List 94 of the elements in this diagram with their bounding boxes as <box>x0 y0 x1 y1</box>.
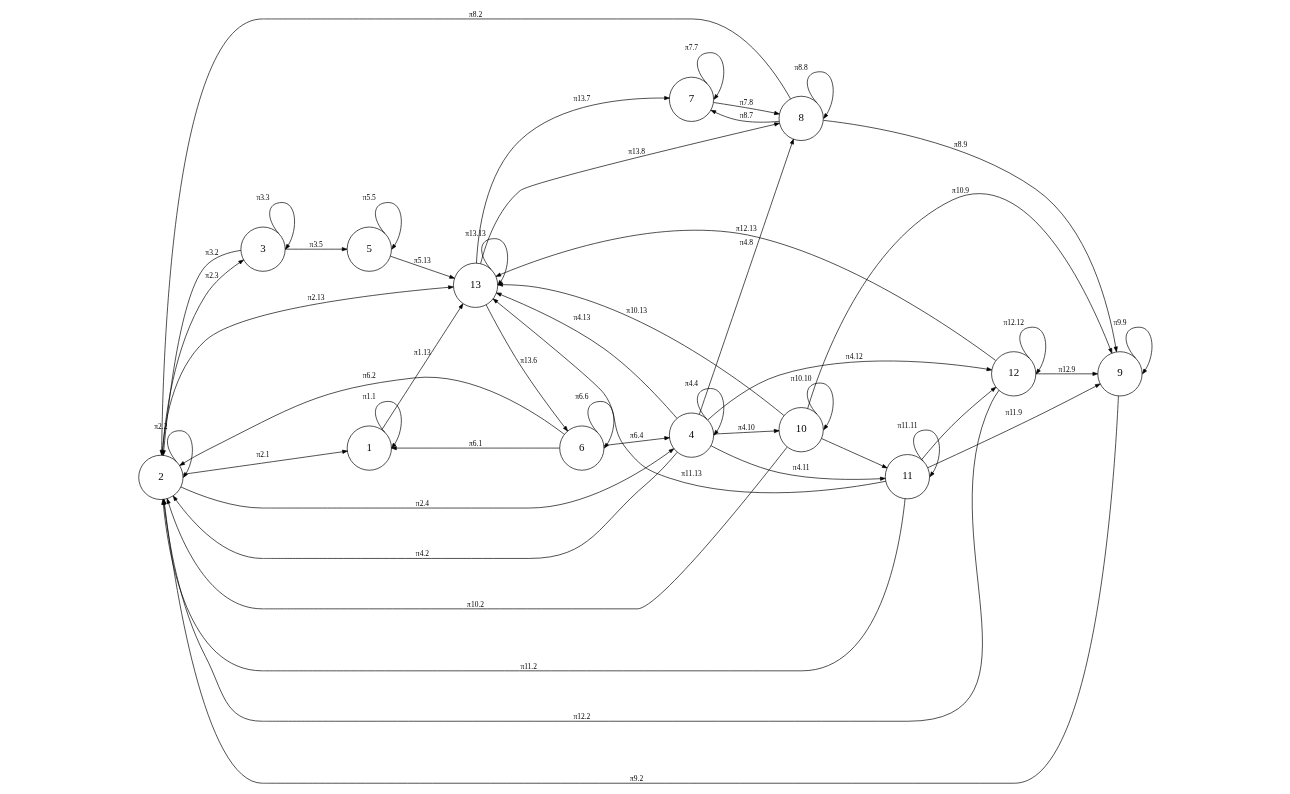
edge-label: π2.3 <box>204 271 219 281</box>
edge-label: π10.13 <box>625 306 647 316</box>
edge-label: π12.2 <box>572 712 590 722</box>
arrow <box>587 401 614 449</box>
edge-label: π8.9 <box>953 139 967 149</box>
arrow <box>806 382 834 431</box>
arrow <box>698 138 794 415</box>
arrow <box>927 383 1100 468</box>
node-circle: 3 <box>240 226 285 272</box>
arrow <box>389 255 455 279</box>
arrow <box>284 247 347 252</box>
arrow <box>268 202 295 250</box>
arrow <box>806 71 834 119</box>
edge-label: π7.7 <box>684 43 698 53</box>
edge-label: π8.7 <box>739 110 753 120</box>
edge-label: π4.8 <box>739 237 753 247</box>
edge-label: π2.1 <box>255 450 270 460</box>
edge-label: π10.9 <box>951 186 969 196</box>
edge-label: π13.6 <box>519 355 537 365</box>
edge-label: π1.13 <box>413 347 431 357</box>
arrow <box>710 445 886 481</box>
edge-label: π13.13 <box>464 229 486 239</box>
node-circle: 8 <box>778 95 824 141</box>
edge-label: π3.3 <box>255 193 270 203</box>
arrow <box>495 230 996 361</box>
edge-label: π10.2 <box>466 599 484 609</box>
edge-label: π3.2 <box>204 248 219 258</box>
arrow <box>920 386 996 460</box>
edge-label: π6.2 <box>362 371 376 381</box>
arrow <box>475 96 670 264</box>
arrow <box>166 430 193 478</box>
arrow <box>390 446 560 451</box>
arrow <box>480 238 508 286</box>
edge-label: π10.10 <box>790 373 811 383</box>
arrow <box>696 388 724 436</box>
arrow <box>374 202 402 250</box>
edge-label: π8.2 <box>468 9 482 19</box>
node-circle: 10 <box>778 407 824 453</box>
edge-label: π4.4 <box>684 379 698 389</box>
edge-label: π2.4 <box>415 498 429 508</box>
edge-label: π2.13 <box>307 293 325 303</box>
edge-label: π11.13 <box>680 468 702 478</box>
edge-label: π4.11 <box>792 463 809 473</box>
edge-label: π9.2 <box>629 774 643 784</box>
edge-label: π12.12 <box>1002 318 1024 327</box>
edge-label: π11.2 <box>519 661 537 671</box>
arrow <box>182 449 348 475</box>
arrow <box>178 376 565 466</box>
arrow <box>1019 326 1046 375</box>
edge-label: π4.2 <box>415 549 429 559</box>
edge-label: π6.1 <box>468 438 482 448</box>
edge-label: π6.6 <box>574 392 588 402</box>
arrow <box>822 120 1118 353</box>
arrow <box>381 303 463 431</box>
arrow <box>1035 371 1098 376</box>
arrow <box>497 282 784 416</box>
arrow <box>820 438 887 469</box>
node-circle: 9 <box>1097 351 1142 397</box>
edge-label: π12.13 <box>735 224 757 234</box>
edge-label: π4.10 <box>737 422 755 432</box>
node-circle: 11 <box>884 454 930 500</box>
edge-label: π4.13 <box>572 312 590 322</box>
edge-label: π13.7 <box>572 94 590 104</box>
edge-label: π11.9 <box>1004 407 1022 417</box>
node-circle: 5 <box>346 226 392 272</box>
edge-label: π12.9 <box>1057 364 1075 374</box>
arrow <box>492 298 886 494</box>
arrow <box>180 448 674 509</box>
edge-label: π7.8 <box>739 97 753 107</box>
edge-label: π1.1 <box>362 392 376 402</box>
arrow <box>696 52 724 100</box>
edge-label: π5.13 <box>413 256 431 266</box>
arrow <box>479 122 780 264</box>
arrow <box>713 429 779 435</box>
arrow <box>1125 326 1152 375</box>
arrow <box>495 292 677 419</box>
edge-label: π4.12 <box>845 352 863 362</box>
arrow <box>374 401 402 449</box>
arrow <box>166 446 787 610</box>
arrow <box>172 451 677 559</box>
arrow <box>806 193 1112 409</box>
node-circle: 1 <box>346 425 392 471</box>
edge-label: π5.5 <box>362 193 376 203</box>
arrow <box>710 109 779 123</box>
edge-label: π8.8 <box>794 62 808 72</box>
edge-label: π9.9 <box>1112 318 1127 327</box>
edge-label: π11.11 <box>896 420 917 430</box>
edge-label: π13.8 <box>627 146 645 156</box>
arrow <box>485 304 568 432</box>
arrow <box>707 360 992 421</box>
arrow <box>712 102 780 115</box>
edge-label: π3.5 <box>309 240 323 249</box>
arrow <box>912 429 940 478</box>
edge-label: π6.4 <box>629 430 643 440</box>
